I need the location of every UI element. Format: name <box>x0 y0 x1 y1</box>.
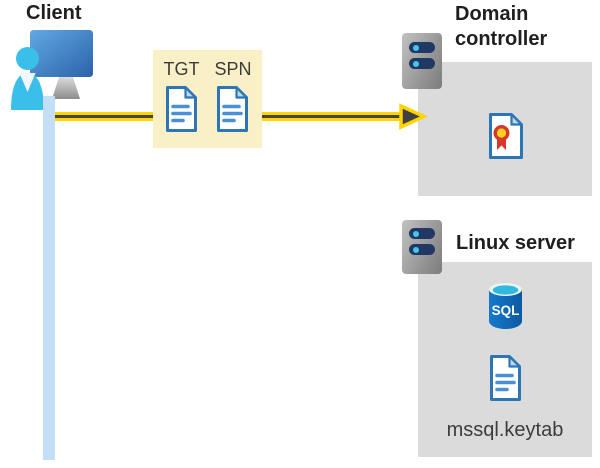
server-bar-icon <box>409 244 435 255</box>
domain-controller-label: Domain controller <box>455 3 548 50</box>
keytab-file-icon <box>490 355 521 401</box>
certificate-icon <box>489 113 523 159</box>
client-label: Client <box>26 2 82 24</box>
server-bar-icon <box>409 228 435 239</box>
client-timeline-band <box>43 96 55 460</box>
sql-database-icon: SQL <box>489 283 522 329</box>
spn-label: SPN <box>214 59 252 79</box>
server-led-icon <box>413 246 419 253</box>
person-icon <box>11 47 44 110</box>
sql-icon-text: SQL <box>492 303 520 318</box>
domain-controller-server-icon <box>402 33 442 89</box>
linux-server-label: Linux server <box>456 232 575 254</box>
kerberos-tickets-box: TGT SPN <box>153 50 262 148</box>
server-bar-icon <box>409 42 435 53</box>
client-user-workstation-icon <box>11 30 93 110</box>
spn-document-icon <box>217 86 249 132</box>
server-led-icon <box>413 60 419 67</box>
server-bar-icon <box>409 58 435 69</box>
server-led-icon <box>413 230 419 237</box>
tgt-document-icon <box>165 86 197 132</box>
auth-request-arrowhead-icon <box>399 103 427 130</box>
linux-server-icon <box>402 220 442 274</box>
keytab-filename-label: mssql.keytab <box>446 419 564 441</box>
server-led-icon <box>413 44 419 51</box>
monitor-icon <box>30 30 93 99</box>
tgt-token: TGT <box>163 59 199 133</box>
tgt-label: TGT <box>163 59 200 79</box>
spn-token: SPN <box>214 59 252 133</box>
